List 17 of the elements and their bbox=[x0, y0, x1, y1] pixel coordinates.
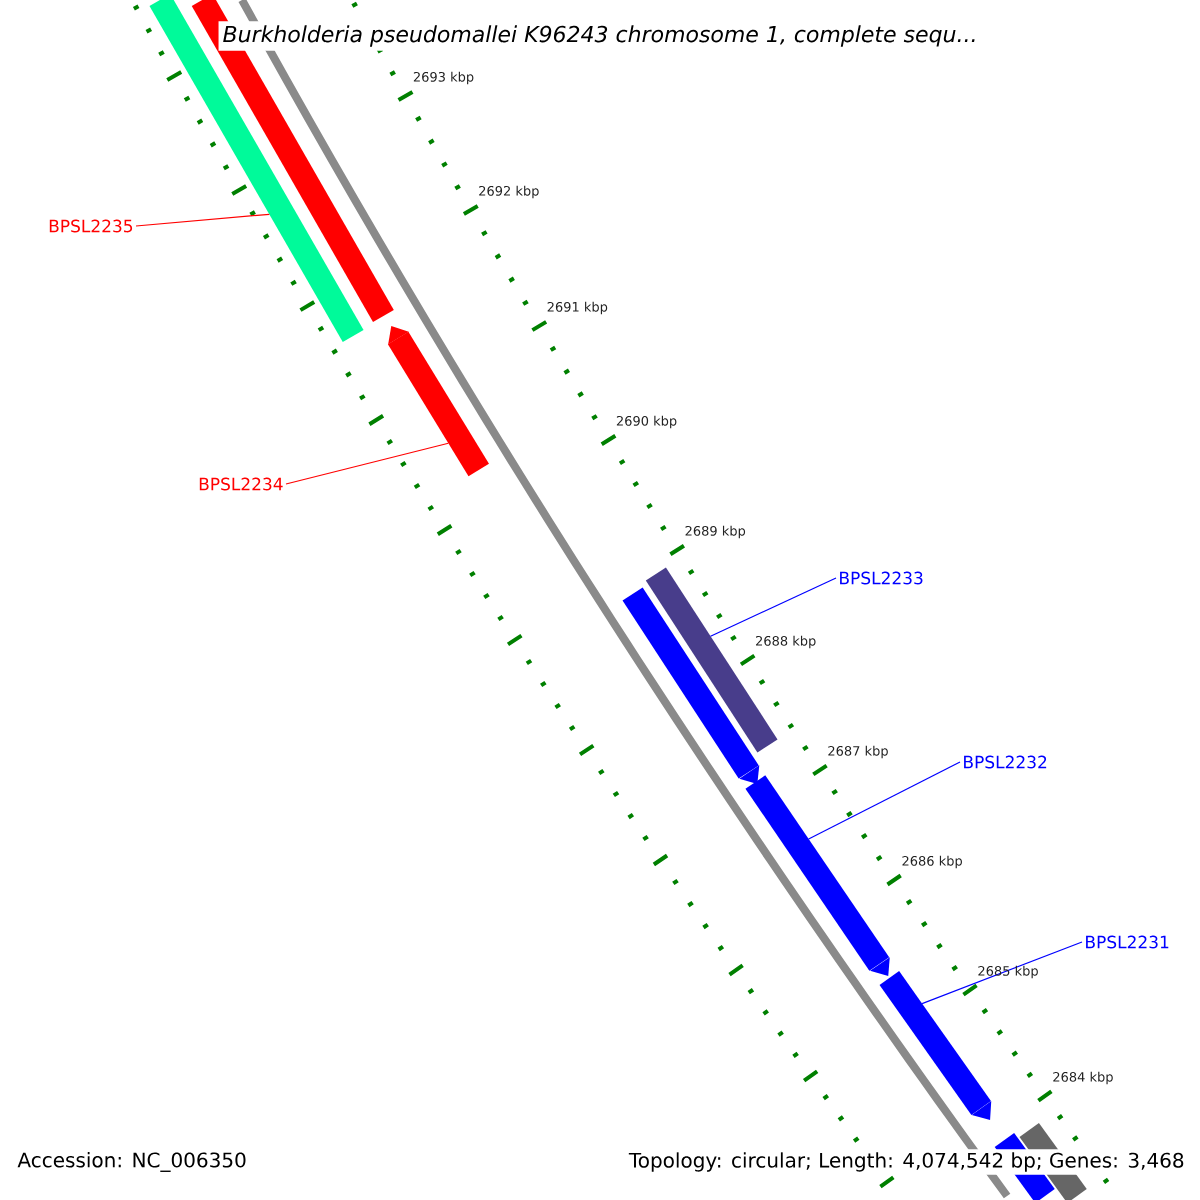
accession-text: Accession: NC_006350 bbox=[14, 1149, 250, 1175]
gene-label: BPSL2232 bbox=[964, 755, 1047, 769]
leader-line bbox=[808, 761, 961, 840]
gene-label: BPSL2233 bbox=[840, 571, 923, 585]
gene-block bbox=[745, 775, 890, 976]
leader-line bbox=[285, 442, 449, 485]
leader-line bbox=[709, 577, 837, 637]
gene-label: BPSL2235 bbox=[49, 219, 133, 233]
genome-info-text: Topology: circular; Length: 4,074,542 bp; Genes: 3,468 bbox=[625, 1149, 1188, 1175]
leader-line bbox=[135, 213, 270, 227]
gene-block bbox=[622, 587, 760, 784]
gene-label: BPSL2231 bbox=[1086, 935, 1169, 949]
title: Burkholderia pseudomallei K96243 chromosome 1, complete sequ... bbox=[218, 21, 982, 51]
gene-block bbox=[149, 0, 364, 342]
leader-line bbox=[921, 941, 1083, 1005]
gene-label: BPSL2234 bbox=[199, 477, 283, 491]
gene-block bbox=[387, 326, 489, 477]
